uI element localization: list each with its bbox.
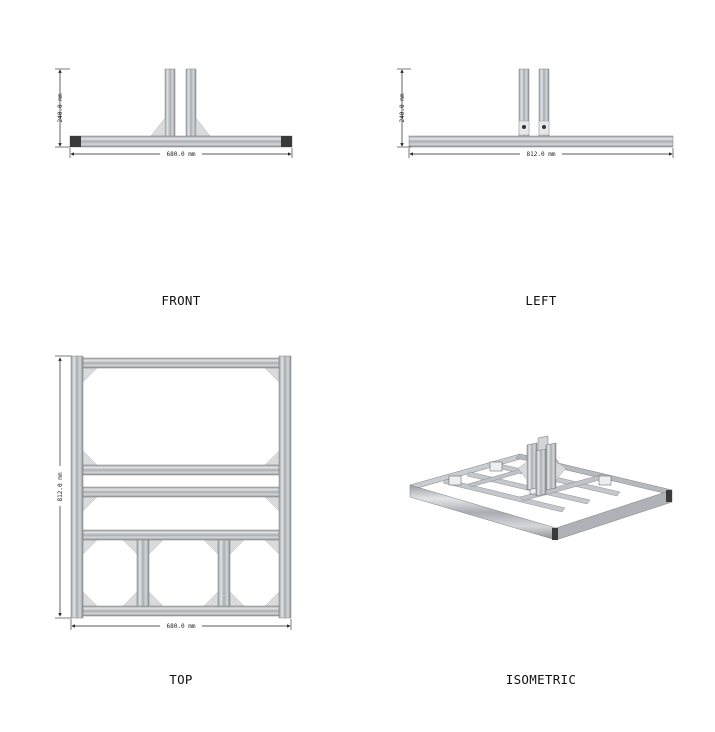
isometric-view-label: ISOMETRIC <box>505 672 577 687</box>
iso-post-gusset-left <box>517 461 528 481</box>
top-width-dim-text: 680.0 mm <box>167 623 196 630</box>
front-post-left <box>164 68 176 138</box>
left-bolt-left-icon <box>522 125 526 129</box>
left-base-rail <box>408 135 674 148</box>
top-view-label: TOP <box>169 672 193 687</box>
iso-bracket-2 <box>489 461 503 472</box>
top-height-dim-bg <box>56 466 64 506</box>
front-gusset-left <box>150 117 166 137</box>
isometric-view <box>409 435 673 541</box>
top-rail-2 <box>82 464 280 476</box>
top-side-left <box>70 355 84 619</box>
left-view: 240.0 mm 812.0 mm <box>397 68 674 158</box>
top-rail-1 <box>82 357 280 369</box>
top-mid-post-left <box>136 539 150 607</box>
iso-post-left <box>526 442 538 491</box>
iso-bracket-1 <box>448 475 462 486</box>
front-width-dim-bg <box>160 150 202 158</box>
iso-post-front <box>535 448 547 497</box>
front-gusset-right <box>195 117 211 137</box>
iso-post-right <box>545 442 557 491</box>
top-width-dim-bg <box>160 622 202 630</box>
left-width-dim-text: 812.0 mm <box>527 151 556 158</box>
left-width-dim-bg <box>520 150 562 158</box>
iso-bracket-3 <box>598 475 612 486</box>
front-post-right <box>185 68 197 138</box>
left-bolt-right-icon <box>542 125 546 129</box>
iso-end-cap-front <box>552 528 558 540</box>
iso-end-cap-right <box>666 490 672 502</box>
left-view-label: LEFT <box>525 293 557 308</box>
top-rail-3 <box>82 486 280 498</box>
front-height-dim-text: 240.0 mm <box>57 93 64 122</box>
front-view-label: FRONT <box>161 293 201 308</box>
iso-post-gusset-right <box>555 461 567 481</box>
front-view: 240.0 mm 680.0 mm <box>55 68 293 158</box>
top-mid-post-right <box>217 539 231 607</box>
front-base-rail <box>69 135 293 148</box>
front-end-cap-right <box>281 136 292 147</box>
top-height-dim-text: 812.0 mm <box>57 472 64 501</box>
top-rail-5 <box>82 605 280 617</box>
front-end-cap-left <box>70 136 81 147</box>
left-height-dim-text: 240.0 mm <box>399 93 406 122</box>
top-rail-4 <box>82 529 280 541</box>
top-view: 812.0 mm 680.0 mm <box>55 355 292 630</box>
front-width-dim-text: 680.0 mm <box>167 151 196 158</box>
top-side-right <box>278 355 292 619</box>
